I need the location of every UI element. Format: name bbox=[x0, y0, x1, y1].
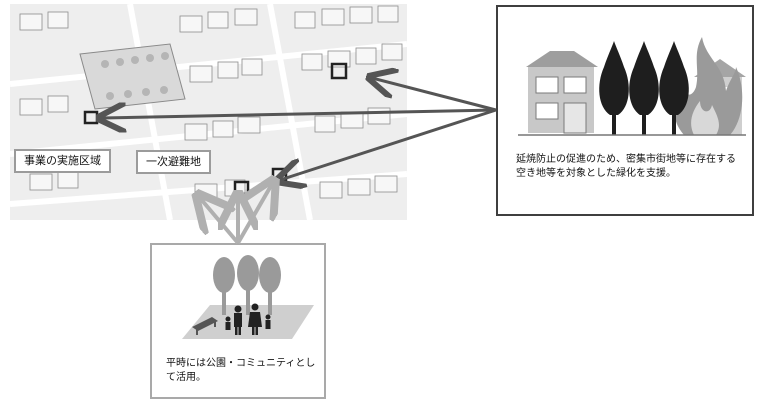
park-people-illustration bbox=[182, 255, 314, 339]
bench-icon bbox=[192, 317, 218, 335]
family-icon bbox=[225, 303, 271, 335]
community-use-panel: 平時には公園・コミュニティとして活用。 bbox=[150, 243, 326, 399]
park-ground-icon bbox=[182, 305, 314, 339]
evacuation-site-label: 一次避難地 bbox=[136, 150, 211, 174]
community-use-caption: 平時には公園・コミュニティとして活用。 bbox=[166, 358, 316, 383]
fire-icon bbox=[674, 37, 743, 135]
aerial-map-illustration bbox=[10, 4, 407, 220]
fire-prevention-panel: 延焼防止の促進のため、密集市街地等に存在する空き地等を対象とした緑化を支援。 bbox=[496, 5, 754, 216]
aerial-map-image bbox=[10, 4, 407, 220]
house-trees-fire-illustration bbox=[518, 37, 746, 136]
project-area-label: 事業の実施区域 bbox=[14, 149, 111, 173]
park-trees-icon bbox=[213, 255, 281, 315]
tree-row-icon bbox=[599, 41, 689, 135]
house-icon bbox=[526, 51, 598, 134]
fire-prevention-caption: 延焼防止の促進のため、密集市街地等に存在する空き地等を対象とした緑化を支援。 bbox=[516, 154, 736, 179]
